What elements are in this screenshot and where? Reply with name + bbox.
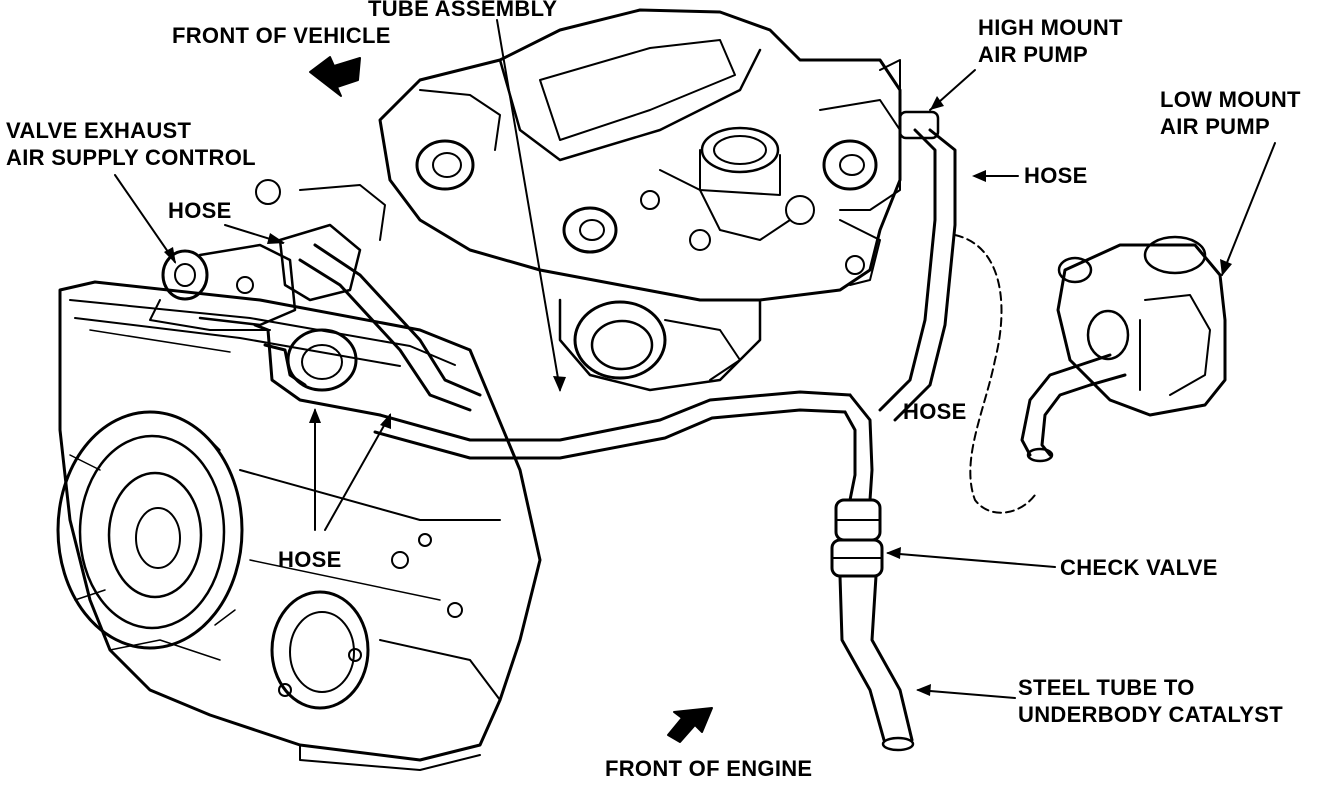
throttle-body: [640, 126, 815, 251]
front-of-engine-arrow: [667, 707, 713, 743]
arrowhead-low-mount: [1220, 259, 1232, 276]
leader-low-mount-air-pump: [1221, 142, 1276, 276]
label-high-mount-line-1: HIGH MOUNT: [978, 15, 1123, 40]
label-steel-tube-to-underbody-catalyst: STEEL TUBE TO UNDERBODY CATALYST: [1018, 674, 1283, 728]
leader-hose-bottom-b: [324, 414, 391, 531]
leader-valve-exhaust: [114, 174, 176, 263]
control-valve-assembly: [255, 179, 386, 392]
label-tube-assembly: TUBE ASSEMBLY: [368, 0, 558, 21]
hose-high-mount-to-tube: [878, 110, 957, 422]
label-steel-tube-line-1: STEEL TUBE TO: [1018, 675, 1195, 700]
bold-arrow-icon: [667, 707, 713, 743]
label-steel-tube-line-2: UNDERBODY CATALYST: [1018, 702, 1283, 727]
leader-steel-tube: [917, 689, 1016, 699]
arrowhead-high-mount: [930, 96, 944, 110]
check-valve: [830, 498, 884, 578]
label-high-mount-air-pump: HIGH MOUNT AIR PUMP: [978, 14, 1123, 68]
label-valve-exhaust-line-1: VALVE EXHAUST: [6, 118, 192, 143]
label-front-of-engine: FRONT OF ENGINE: [605, 756, 813, 781]
label-hose-left: HOSE: [168, 198, 232, 223]
hose-to-control-valve: [253, 323, 382, 417]
tube-assembly: [298, 243, 852, 460]
label-valve-exhaust-line-2: AIR SUPPLY CONTROL: [6, 145, 256, 170]
label-hose-bottom: HOSE: [278, 547, 342, 572]
label-valve-exhaust-air-supply-control: VALVE EXHAUST AIR SUPPLY CONTROL: [6, 117, 256, 171]
label-hose-middle-right: HOSE: [903, 399, 967, 424]
engine-head: [378, 8, 902, 392]
leader-check-valve: [887, 552, 1056, 568]
arrowhead-check-valve: [886, 547, 901, 559]
hose-dashed-loop: [954, 234, 1036, 514]
tube-to-check-valve: [843, 393, 874, 502]
high-mount-pump-body: [819, 59, 901, 286]
transaxle-housing: [58, 280, 542, 771]
label-low-mount-line-1: LOW MOUNT: [1160, 87, 1301, 112]
valve-exhaust-air-supply-control: [149, 243, 297, 331]
arrowhead-hose-upper-right: [972, 170, 986, 182]
low-mount-air-pump: [1056, 235, 1227, 417]
steel-tube-to-catalyst: [838, 574, 915, 752]
arrowhead-hose-bottom-b: [380, 413, 391, 429]
label-high-mount-line-2: AIR PUMP: [978, 42, 1088, 67]
leader-arrowheads: [164, 96, 1232, 696]
arrowhead-hose-bottom-a: [309, 408, 321, 423]
transaxle-lower-cover: [109, 533, 501, 710]
label-check-valve: CHECK VALVE: [1060, 555, 1218, 580]
arrowhead-valve-exhaust: [164, 247, 176, 264]
pulley-left: [415, 139, 475, 191]
arrowhead-tube-assembly: [553, 376, 566, 392]
bellhousing-front: [56, 410, 244, 650]
label-hose-upper-right: HOSE: [1024, 163, 1088, 188]
pulley-center: [562, 206, 618, 254]
front-of-vehicle-arrow: [309, 56, 361, 97]
leader-lines: [114, 19, 1276, 699]
label-front-of-vehicle: FRONT OF VEHICLE: [172, 23, 391, 48]
leader-tube-assembly: [496, 19, 561, 391]
egr-valve: [573, 300, 741, 381]
arrowhead-hose-left: [267, 233, 285, 244]
label-low-mount-air-pump: LOW MOUNT AIR PUMP: [1160, 86, 1301, 140]
label-low-mount-line-2: AIR PUMP: [1160, 114, 1270, 139]
arrowhead-steel-tube: [916, 684, 931, 696]
hose-low-mount-pump: [1020, 353, 1127, 463]
bold-arrow-icon: [309, 56, 361, 97]
